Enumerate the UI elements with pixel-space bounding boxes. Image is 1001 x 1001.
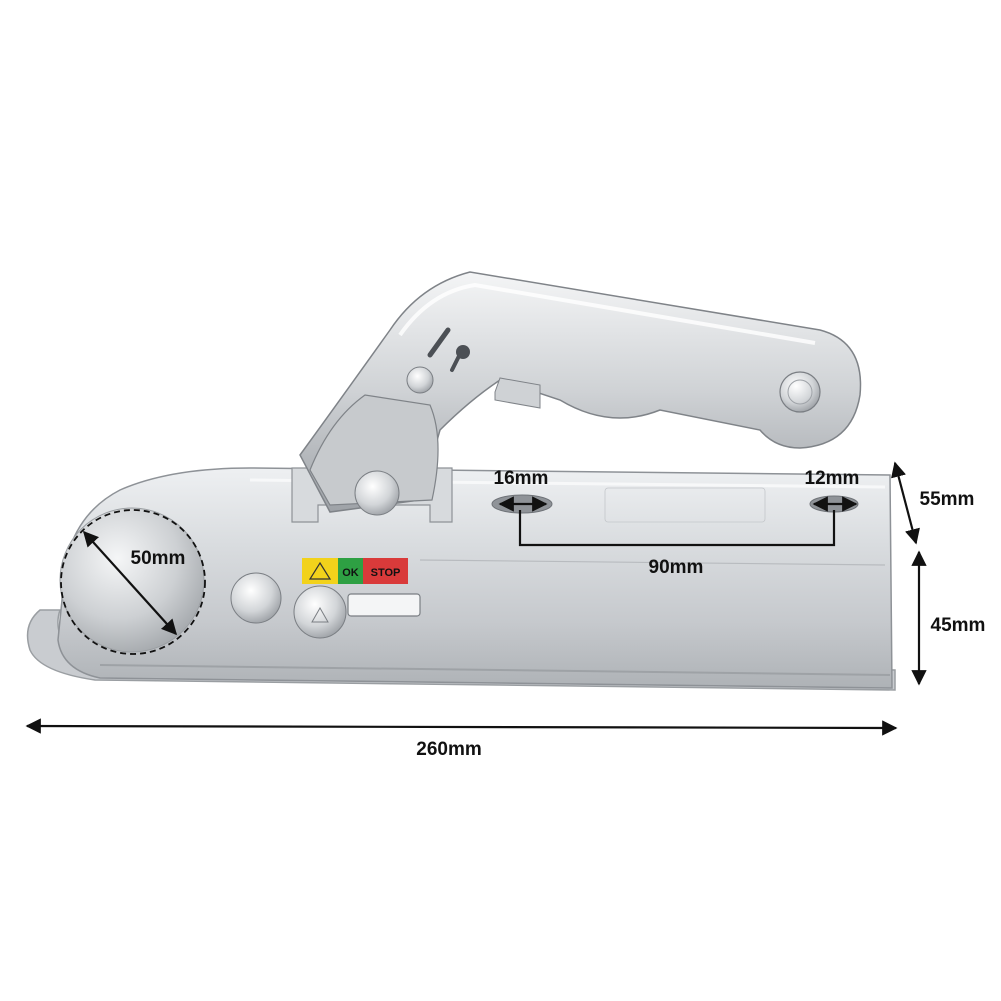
ball-diameter-label: 50mm [131, 548, 186, 569]
ball-diameter-arrow [82, 530, 178, 636]
drawbar-height-label: 45mm [931, 615, 986, 636]
hole-spacing-label: 90mm [649, 557, 704, 578]
upper-pivot-bolt [406, 366, 434, 394]
embossed-markings [604, 487, 766, 523]
stop-label: STOP [371, 567, 401, 579]
release-latch [494, 377, 541, 409]
total-height-arrow [891, 461, 920, 545]
main-pivot-bolt [354, 470, 400, 516]
rear-hole-label: 12mm [805, 468, 860, 489]
coupling-body [57, 467, 893, 689]
front-hole-label: 16mm [494, 468, 549, 489]
ok-label: OK [342, 567, 359, 579]
indicator-slot [347, 593, 421, 617]
wear-indicator-label: OK STOP [302, 558, 408, 584]
handle-end-bolt [779, 371, 821, 413]
hole-spacing-bracket [518, 510, 836, 547]
wear-indicator-pin [293, 585, 347, 639]
coupling-handle [299, 271, 862, 513]
ball-diameter-circle [60, 509, 206, 655]
warning-icon [308, 561, 332, 580]
side-rivet [230, 572, 282, 624]
total-length-label: 260mm [416, 739, 482, 760]
total-height-label: 55mm [920, 489, 975, 510]
total-length-arrow [25, 718, 898, 736]
